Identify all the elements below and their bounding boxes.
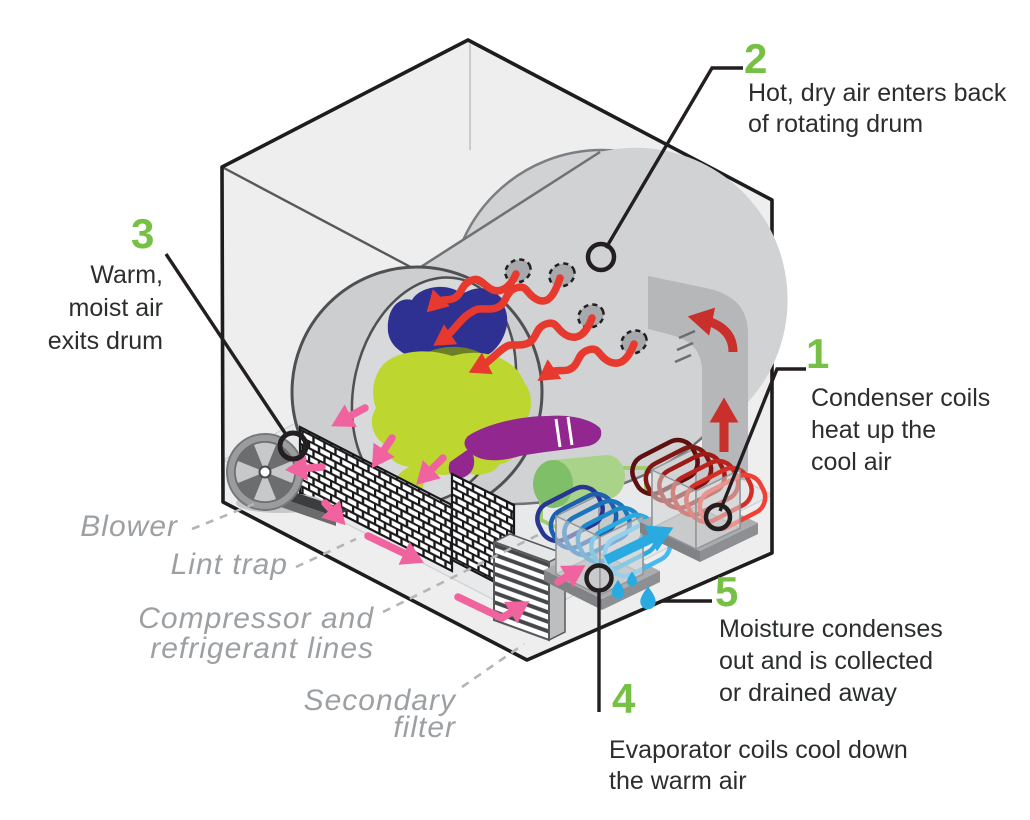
callout-2-marker <box>585 241 617 273</box>
callout-line: or drained away <box>719 679 897 707</box>
exhaust-duct <box>648 276 748 480</box>
component-label-line: Secondary <box>303 684 456 717</box>
callout-4-number: 4 <box>612 675 636 722</box>
callout-line: Condenser coils <box>811 384 991 412</box>
component-label-line: filter <box>393 711 456 744</box>
callout-line: Evaporator coils cool down <box>609 736 908 764</box>
callout-1-number: 1 <box>806 330 830 377</box>
component-label-leaders <box>191 502 541 689</box>
component-label-line: refrigerant lines <box>150 632 374 665</box>
refrigerant-line <box>539 495 563 532</box>
label-lint-trap: Lint trap <box>0 548 288 582</box>
component-label-line: Blower <box>80 510 178 543</box>
component-label-line: Compressor and <box>138 602 374 635</box>
callout-1-marker <box>703 502 733 532</box>
callout-line: Hot, dry air enters back <box>748 79 1007 107</box>
callout-2-text: Hot, dry air enters back of rotating dru… <box>748 78 1006 140</box>
label-compressor: Compressor and refrigerant lines <box>0 604 374 664</box>
cooled-air-arrow <box>603 525 674 565</box>
callout-1-text: Condenser coils heat up the cool air <box>811 382 990 478</box>
duct-elbow-arrow <box>687 307 738 353</box>
label-blower: Blower <box>0 510 178 544</box>
callout-3-number: 3 <box>131 210 155 257</box>
moist-air-arrows <box>284 404 586 624</box>
callout-line: Moisture condenses <box>719 615 943 643</box>
blower <box>226 433 348 526</box>
callout-line: cool air <box>811 448 892 476</box>
callout-line: moist air <box>68 294 163 322</box>
water-droplets-icon <box>611 571 656 610</box>
callout-3-marker <box>277 430 309 462</box>
label-secondary-filter: Secondary filter <box>0 684 456 744</box>
fan-icon <box>226 433 304 511</box>
callout-line: Warm, <box>90 261 163 289</box>
callout-line: out and is collected <box>719 647 934 675</box>
clothes <box>371 286 602 506</box>
secondary-filter <box>492 533 567 642</box>
callout-line: heat up the <box>811 416 937 444</box>
callout-line: the warm air <box>609 767 747 795</box>
hot-air-arrows <box>426 270 638 381</box>
callout-5-number: 5 <box>715 568 739 615</box>
cabinet-outline <box>220 38 774 662</box>
callout-line: exits drum <box>47 327 163 355</box>
callout-4-marker <box>584 563 614 593</box>
callout-3-text: Warm, moist air exits drum <box>0 259 163 358</box>
callout-5-text: Moisture condenses out and is collected … <box>719 613 943 709</box>
callout-2-number: 2 <box>744 35 768 82</box>
callout-line: of rotating drum <box>748 110 924 138</box>
component-label-line: Lint trap <box>170 548 288 581</box>
callout-4-text: Evaporator coils cool down the warm air <box>609 735 908 797</box>
callout-leaders <box>164 66 806 712</box>
